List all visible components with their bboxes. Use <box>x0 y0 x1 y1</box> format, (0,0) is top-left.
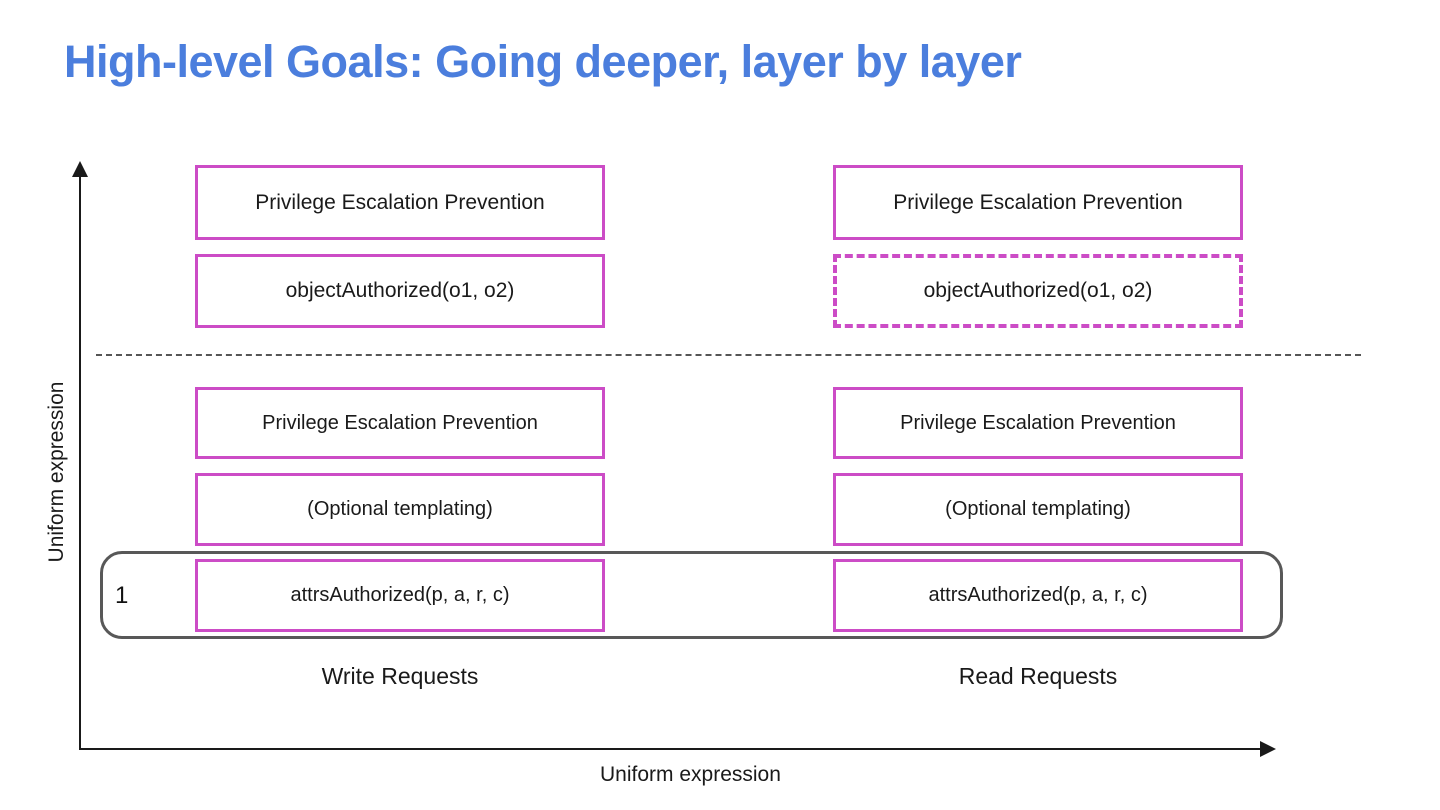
y-axis-label: Uniform expression <box>45 381 68 563</box>
box-read-lower-optional-templating[interactable]: (Optional templating) <box>833 473 1243 546</box>
column-caption-write-requests: Write Requests <box>321 663 479 689</box>
box-write-lower-privilege-escalation-prevention[interactable]: Privilege Escalation Prevention <box>195 387 605 459</box>
page-title: High-level Goals: Going deeper, layer by… <box>64 36 1022 87</box>
band-divider <box>96 354 1361 356</box>
box-read-upper-privilege-escalation-prevention[interactable]: Privilege Escalation Prevention <box>833 165 1243 240</box>
y-axis-line <box>79 175 81 750</box>
box-read-lower-attrs-authorized[interactable]: attrsAuthorized(p, a, r, c) <box>833 559 1243 632</box>
box-read-upper-object-authorized[interactable]: objectAuthorized(o1, o2) <box>833 254 1243 328</box>
highlight-number-label: 1 <box>115 582 129 609</box>
x-axis-line <box>79 748 1264 750</box>
box-write-lower-optional-templating[interactable]: (Optional templating) <box>195 473 605 546</box>
arrow-right-icon <box>1260 741 1276 757</box>
box-read-lower-privilege-escalation-prevention[interactable]: Privilege Escalation Prevention <box>833 387 1243 459</box>
box-write-upper-privilege-escalation-prevention[interactable]: Privilege Escalation Prevention <box>195 165 605 240</box>
x-axis-label: Uniform expression <box>600 763 781 786</box>
box-write-upper-object-authorized[interactable]: objectAuthorized(o1, o2) <box>195 254 605 328</box>
highlight-rounded-box <box>100 551 1283 639</box>
column-caption-read-requests: Read Requests <box>958 663 1118 689</box>
arrow-up-icon <box>72 161 88 177</box>
box-write-lower-attrs-authorized[interactable]: attrsAuthorized(p, a, r, c) <box>195 559 605 632</box>
